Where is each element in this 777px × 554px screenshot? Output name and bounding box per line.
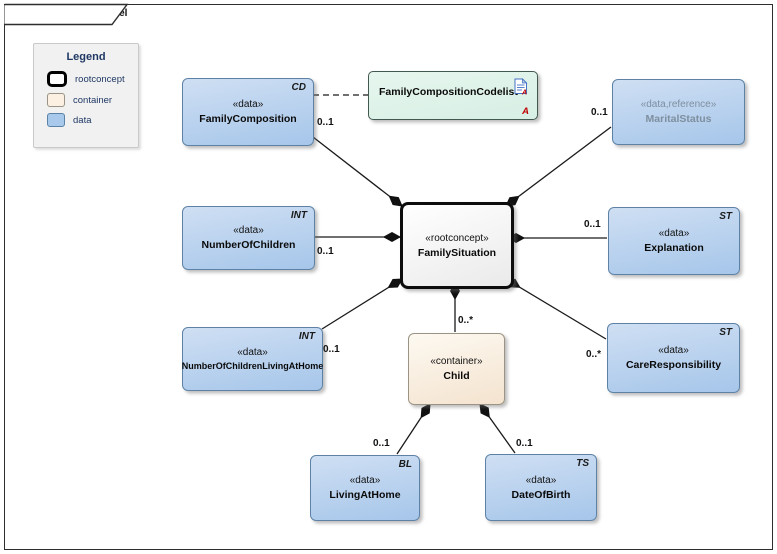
node-living-at-home[interactable]: BL «data» LivingAtHome: [310, 455, 420, 521]
multiplicity-label: 0..1: [516, 438, 533, 449]
multiplicity-label: 0..1: [317, 246, 334, 257]
legend-panel: Legend rootconcept container data: [33, 43, 139, 148]
stereotype: «data»: [232, 99, 264, 110]
rootconcept-swatch-icon: [47, 71, 67, 87]
connector-numberofchildrenlivingathome: [321, 278, 402, 330]
legend-title: Legend: [66, 51, 106, 63]
data-swatch-icon: [47, 113, 65, 127]
node-name: MaritalStatus: [645, 113, 712, 125]
node-marital-status[interactable]: «data,reference» MaritalStatus: [612, 79, 745, 145]
node-child[interactable]: «container» Child: [408, 333, 505, 405]
stereotype: «data»: [233, 225, 264, 236]
node-name: Child: [443, 370, 470, 382]
multiplicity-label: 0..1: [591, 107, 608, 118]
type-code: BL: [398, 459, 412, 470]
stereotype: «data»: [349, 475, 381, 486]
type-code: CD: [291, 82, 306, 93]
stereotype: «data,reference»: [640, 99, 717, 110]
node-family-composition[interactable]: CD «data» FamilyComposition: [182, 78, 314, 146]
node-family-situation[interactable]: «rootconcept» FamilySituation: [400, 202, 514, 289]
multiplicity-label: 0..*: [586, 349, 602, 360]
node-name: FamilySituation: [417, 246, 497, 259]
legend-item-container: container: [47, 93, 138, 107]
connector-familycomposition: [312, 136, 402, 206]
node-number-of-children-living-at-home[interactable]: INT «data» NumberOfChildrenLivingAtHome: [182, 327, 323, 391]
type-code: INT: [298, 331, 315, 342]
multiplicity-label: 0..1: [584, 219, 601, 230]
svg-text:A: A: [521, 90, 527, 96]
stereotype: «data»: [658, 345, 689, 356]
multiplicity-label: 0..*: [458, 315, 474, 326]
multiplicity-label: 0..1: [317, 117, 334, 128]
legend-item-label: data: [73, 114, 92, 126]
node-number-of-children[interactable]: INT «data» NumberOfChildren: [182, 206, 315, 270]
node-name: Explanation: [644, 242, 704, 254]
node-date-of-birth[interactable]: TS «data» DateOfBirth: [485, 454, 597, 521]
stereotype: «data»: [525, 474, 557, 486]
node-name: DateOfBirth: [511, 488, 571, 501]
node-name: LivingAtHome: [329, 489, 401, 501]
connector-livingathome: [396, 404, 430, 455]
node-family-composition-codelist[interactable]: FamilyCompositionCodelist A A: [368, 71, 538, 120]
type-code: ST: [719, 211, 732, 222]
abstract-marker: A: [522, 106, 529, 117]
stereotype: «data»: [237, 347, 268, 358]
type-code: TS: [576, 458, 589, 469]
multiplicity-label: 0..1: [323, 344, 340, 355]
legend-item-rootconcept: rootconcept: [47, 71, 138, 87]
node-care-responsibility[interactable]: ST «data» CareResponsibility: [607, 323, 740, 393]
node-name: CareResponsibility: [625, 359, 722, 371]
legend-item-label: rootconcept: [75, 73, 125, 85]
node-name: FamilyCompositionCodelist: [379, 86, 518, 98]
stereotype: «data»: [658, 228, 690, 239]
legend-item-data: data: [47, 113, 138, 127]
connector-careresponsibility: [506, 278, 607, 340]
connector-maritalstatus: [506, 126, 612, 206]
legend-item-label: container: [73, 94, 113, 106]
node-name: FamilyComposition: [199, 113, 297, 125]
node-name: NumberOfChildren: [201, 239, 296, 251]
stereotype: «container»: [430, 356, 483, 367]
stereotype: «rootconcept»: [425, 232, 489, 244]
node-name: NumberOfChildrenLivingAtHome: [181, 361, 324, 371]
type-code: INT: [290, 210, 307, 221]
multiplicity-label: 0..1: [373, 438, 390, 449]
type-code: ST: [719, 327, 732, 338]
connector-dateofbirth: [480, 404, 516, 454]
codelist-document-icon: A: [514, 78, 528, 95]
node-explanation[interactable]: ST «data» Explanation: [608, 207, 740, 275]
container-swatch-icon: [47, 93, 65, 107]
frame-tab-shape: [4, 3, 129, 26]
